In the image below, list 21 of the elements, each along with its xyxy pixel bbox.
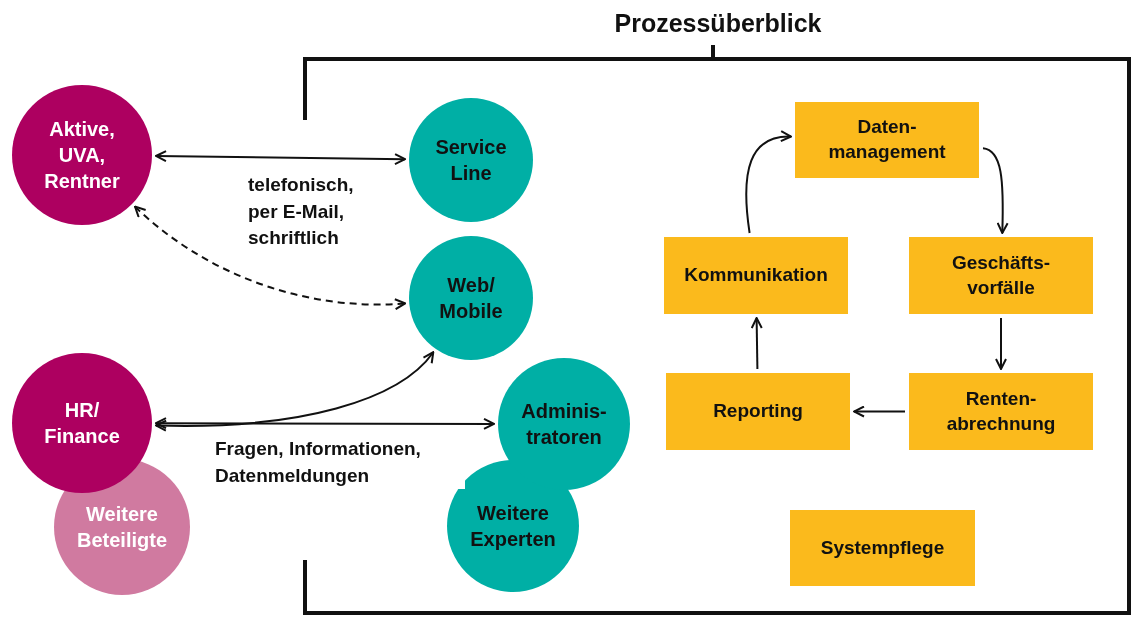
- process-box: Kommunikation: [664, 237, 848, 314]
- arrow: [995, 317, 1007, 370]
- channel-circle: Web/ Mobile: [409, 236, 533, 360]
- process-box: Reporting: [666, 373, 850, 450]
- group-circle: Aktive, UVA, Rentner: [12, 85, 152, 225]
- arrow: [155, 417, 495, 430]
- process-box: Geschäfts- vorfälle: [909, 237, 1093, 314]
- channel-circle: Service Line: [409, 98, 533, 222]
- group-circle: HR/ Finance: [12, 353, 152, 493]
- arrow: [982, 147, 1009, 234]
- arrow: [155, 351, 435, 432]
- frame-title: Prozessüberblick: [613, 8, 823, 39]
- process-box: Renten- abrechnung: [909, 373, 1093, 450]
- process-box: Systempflege: [790, 510, 975, 586]
- arrow: [134, 205, 407, 310]
- arrow: [745, 130, 792, 234]
- arrow: [155, 150, 406, 166]
- arrow: [750, 317, 763, 370]
- channel-circle: Adminis- tratoren: [498, 358, 630, 490]
- arrow: [853, 405, 906, 418]
- process-box: Daten- management: [795, 102, 979, 178]
